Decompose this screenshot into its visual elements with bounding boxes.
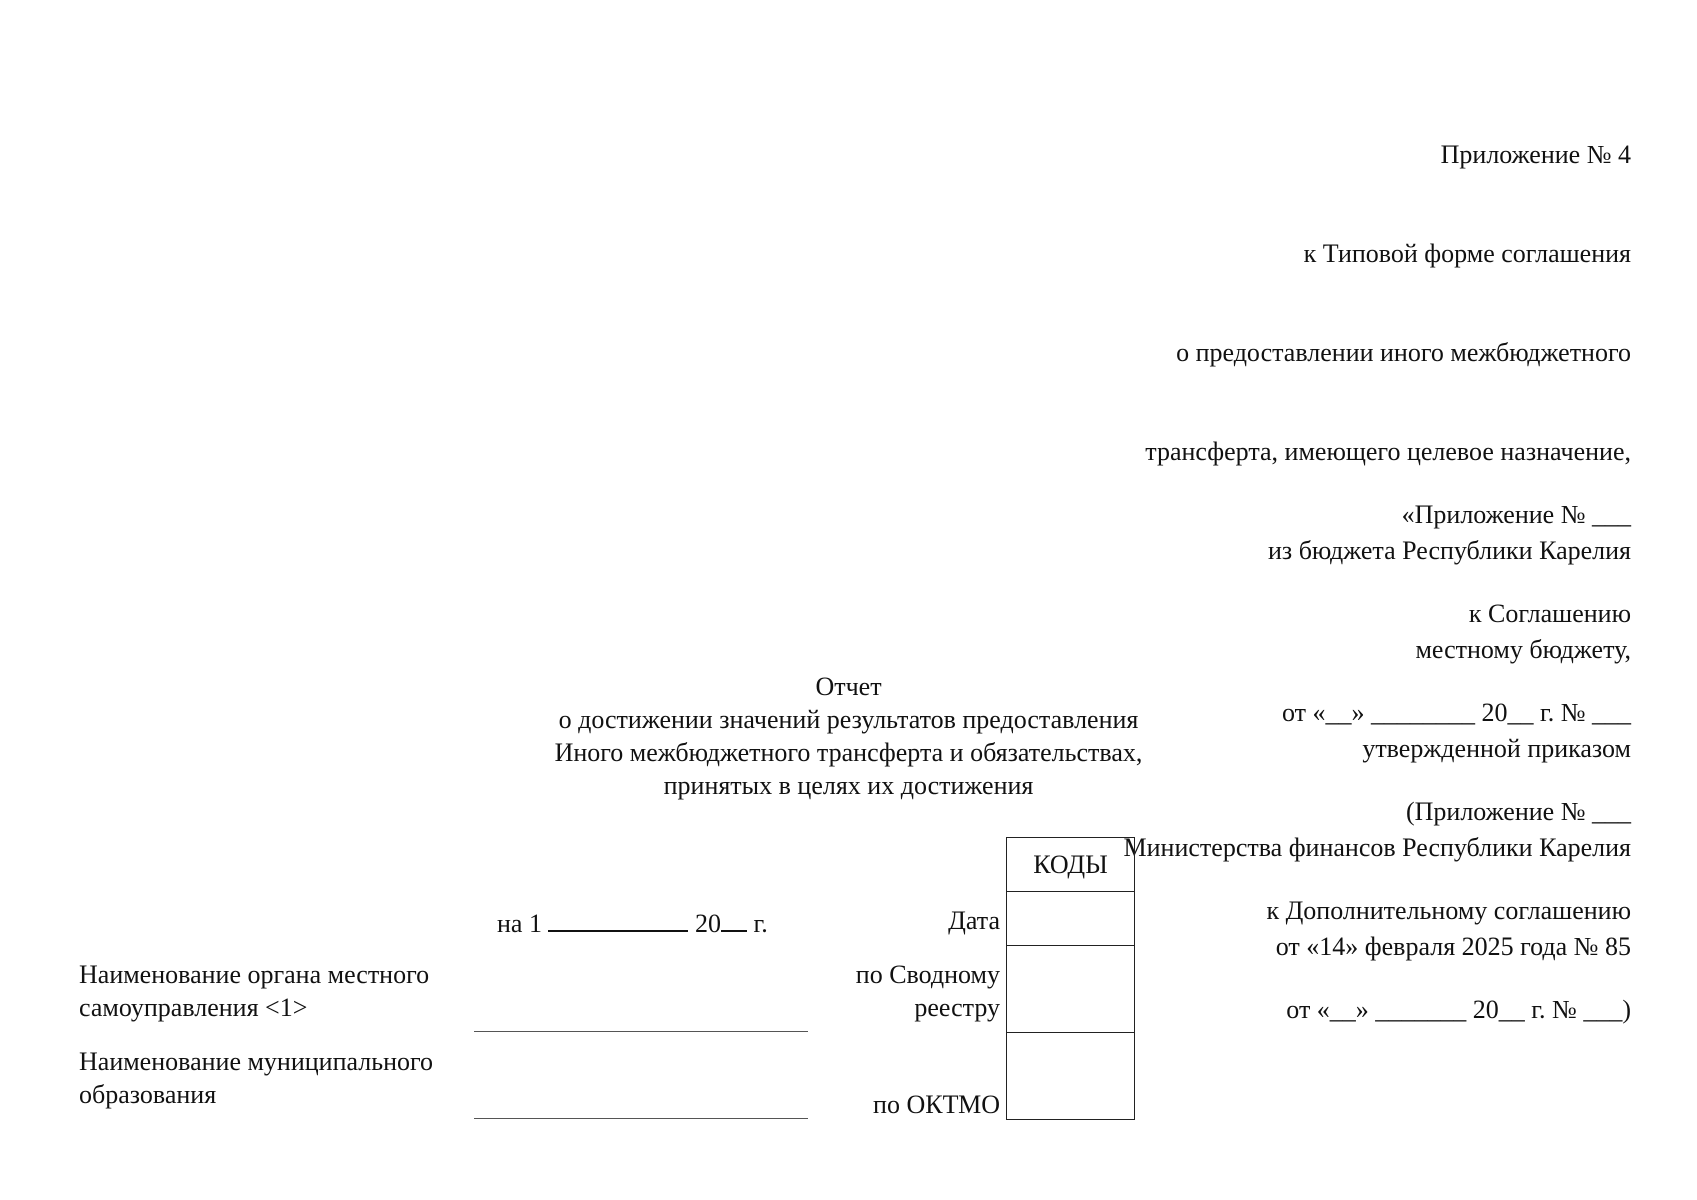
org-name-label-line: самоуправления <1>	[79, 993, 308, 1022]
appendix-header-line: трансферта, имеющего целевое назначение,	[1145, 437, 1631, 466]
agreement-reference-line: «Приложение № ___	[1401, 500, 1631, 529]
report-title-line: принятых в целях их достижения	[663, 771, 1034, 800]
agreement-reference-line: от «__» _______ 20__ г. № ___)	[1286, 995, 1631, 1024]
report-year-prefix: 20	[694, 909, 721, 938]
report-title-line: Отчет	[815, 672, 882, 701]
code-registry-cell[interactable]	[1006, 945, 1135, 1033]
agreement-reference-line: к Соглашению	[1468, 599, 1631, 628]
municipality-name-label-line: Наименование муниципального	[79, 1047, 434, 1076]
report-title-line: о достижении значений результатов предос…	[558, 705, 1139, 734]
code-date-cell[interactable]	[1006, 891, 1135, 946]
agreement-reference-line: (Приложение № ___	[1405, 797, 1631, 826]
appendix-header-line: о предоставлении иного межбюджетного	[1176, 338, 1631, 367]
report-title: Отчет о достижении значений результатов …	[0, 670, 1697, 802]
code-oktmo-cell[interactable]	[1006, 1032, 1135, 1120]
report-title-line: Иного межбюджетного трансферта и обязате…	[554, 738, 1143, 767]
report-year-blank[interactable]	[720, 904, 747, 932]
codes-header: КОДЫ	[1006, 837, 1135, 892]
appendix-header-line: от «14» февраля 2025 года № 85	[1275, 932, 1631, 961]
report-date-line: на 1 20 г.	[497, 904, 768, 940]
report-year-suffix: г.	[753, 909, 768, 938]
municipality-name-field[interactable]	[474, 1118, 808, 1119]
codes-date-label: Дата	[948, 906, 1000, 935]
codes-oktmo-label: по ОКТМО	[873, 1090, 1000, 1119]
codes-table: КОДЫ	[1006, 837, 1135, 1120]
report-month-blank[interactable]	[548, 904, 689, 932]
appendix-header-line: к Типовой форме соглашения	[1303, 239, 1631, 268]
codes-registry-label-line: реестру	[914, 993, 1000, 1022]
appendix-header-line: Министерства финансов Республики Карелия	[1123, 833, 1631, 862]
agreement-reference-line: к Дополнительному соглашению	[1266, 896, 1631, 925]
appendix-header: Приложение № 4 к Типовой форме соглашени…	[1124, 72, 1631, 996]
codes-registry-label: по Сводному реестру	[856, 958, 1000, 1024]
municipality-name-label: Наименование муниципального образования	[79, 1045, 433, 1111]
agreement-reference-line: от «__» ________ 20__ г. № ___	[1281, 698, 1631, 727]
appendix-header-line: местному бюджету,	[1415, 635, 1631, 664]
appendix-header-line: Приложение № 4	[1440, 140, 1631, 169]
appendix-header-line: утвержденной приказом	[1362, 734, 1631, 763]
org-name-label: Наименование органа местного самоуправлен…	[79, 958, 429, 1024]
codes-registry-label-line: по Сводному	[855, 960, 1000, 989]
municipality-name-label-line: образования	[79, 1080, 217, 1109]
org-name-label-line: Наименование органа местного	[79, 960, 430, 989]
report-date-prefix: на 1	[497, 909, 542, 938]
agreement-reference: «Приложение № ___ к Соглашению от «__» _…	[1266, 432, 1631, 1059]
appendix-header-line: из бюджета Республики Карелия	[1268, 536, 1631, 565]
org-name-field[interactable]	[474, 1031, 808, 1032]
